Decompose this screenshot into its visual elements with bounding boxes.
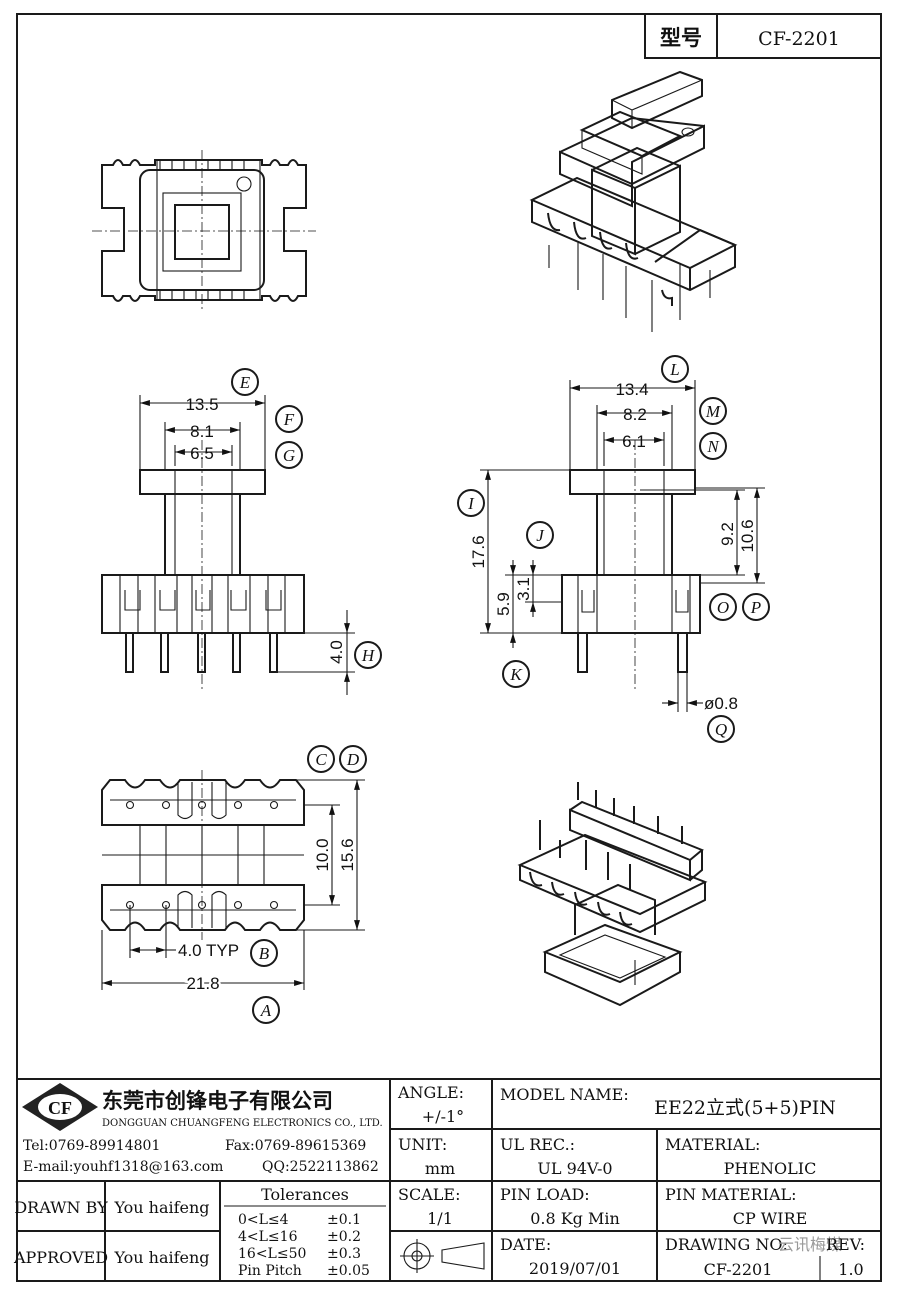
fax: Fax:0769-89615369	[225, 1138, 366, 1154]
dim-pitch: 4.0 TYP	[178, 941, 239, 960]
material-value: PHENOLIC	[724, 1159, 817, 1178]
type-label: 型号	[660, 25, 702, 50]
sheet-border	[16, 13, 882, 1282]
dim-front-height: 17.6	[469, 535, 488, 568]
callout-j: J	[536, 526, 545, 545]
dim-row-gap: 10.0	[313, 838, 332, 871]
bottom-view: 10.0 15.6 4.0 TYP 21.8	[101, 770, 365, 996]
tol-value-4: ±0.05	[327, 1263, 370, 1279]
side-view: 13.5 8.1 6.5 4.0	[101, 395, 355, 695]
iso-view-top	[529, 70, 738, 332]
angle-value: +/-1°	[422, 1107, 464, 1126]
callout-f: F	[283, 410, 295, 429]
callout-p: P	[750, 598, 761, 617]
dim-side-pin-length: 4.0	[327, 640, 346, 664]
dim-row-outer: 15.6	[338, 838, 357, 871]
header-box: 型号 CF-2201	[644, 13, 882, 59]
tol-value-1: ±0.1	[327, 1212, 361, 1228]
front-view: 13.4 8.2 6.1 17.6 5.9 3.1 10.6 9.2 ø0.8	[469, 380, 765, 713]
model-label: MODEL NAME:	[500, 1085, 629, 1104]
material-label: MATERIAL:	[665, 1135, 760, 1154]
watermark: 云讯梅煤	[778, 1235, 842, 1254]
tol-range-1: 0<L≤4	[238, 1212, 289, 1228]
drawn-by-label: DRAWN BY	[14, 1198, 108, 1217]
angle-label: ANGLE:	[397, 1083, 464, 1102]
tolerances-label: Tolerances	[261, 1185, 349, 1204]
pin-material-label: PIN MATERIAL:	[665, 1185, 797, 1204]
dim-front-inner: 6.1	[622, 432, 646, 451]
callout-d: D	[346, 750, 360, 769]
dim-front-overall: 13.4	[615, 380, 648, 399]
callouts: E F G H L M N I J K O P Q C D B A	[231, 355, 770, 1024]
callout-o: O	[717, 598, 729, 617]
title-block: CF 东莞市创锋电子有限公司 DONGGUAN CHUANGFENG ELECT…	[13, 1078, 881, 1281]
approved-value: You haifeng	[113, 1248, 209, 1267]
drawing-no-value: CF-2201	[704, 1260, 773, 1279]
approved-label: APPROVED	[13, 1248, 108, 1267]
date-value: 2019/07/01	[529, 1259, 621, 1278]
projection-symbol-icon	[400, 1239, 485, 1273]
model-value: EE22立式(5+5)PIN	[654, 1097, 836, 1119]
scale-value: 1/1	[427, 1209, 453, 1228]
rev-label: REV:	[826, 1235, 865, 1254]
tel: Tel:0769-89914801	[23, 1138, 160, 1154]
callout-b: B	[259, 944, 270, 963]
callout-k: K	[509, 665, 523, 684]
tol-value-3: ±0.3	[327, 1246, 361, 1262]
dim-front-flange: 3.1	[514, 577, 533, 601]
callout-l: L	[669, 360, 679, 379]
tol-range-4: Pin Pitch	[238, 1263, 302, 1279]
date-label: DATE:	[500, 1235, 551, 1254]
pin-material-value: CP WIRE	[733, 1209, 808, 1228]
email: E-mail:youhf1318@163.com	[23, 1159, 223, 1175]
callout-n: N	[706, 437, 720, 456]
ul-value: UL 94V-0	[537, 1159, 612, 1178]
unit-label: UNIT:	[398, 1135, 447, 1154]
unit-value: mm	[425, 1159, 455, 1178]
rev-value: 1.0	[838, 1260, 863, 1279]
ul-label: UL REC.:	[500, 1135, 575, 1154]
tol-range-3: 16<L≤50	[238, 1246, 306, 1262]
company-logo: CF	[22, 1083, 98, 1131]
callout-a: A	[260, 1001, 272, 1020]
scale-label: SCALE:	[398, 1185, 460, 1204]
dim-pin-dia: ø0.8	[704, 694, 738, 713]
pin-load-value: 0.8 Kg Min	[530, 1209, 620, 1228]
part-number: CF-2201	[758, 28, 840, 50]
callout-h: H	[361, 646, 376, 665]
callout-e: E	[239, 373, 251, 392]
qq: QQ:2522113862	[262, 1159, 379, 1175]
dim-front-h2: 10.6	[738, 519, 757, 552]
dim-side-inner: 6.5	[190, 444, 214, 463]
drawing-no-label: DRAWING NO:	[665, 1235, 788, 1254]
callout-m: M	[705, 402, 721, 421]
pin-load-label: PIN LOAD:	[500, 1185, 590, 1204]
tol-value-2: ±0.2	[327, 1229, 361, 1245]
callout-i: I	[467, 494, 475, 513]
iso-view-bottom	[517, 782, 708, 1007]
dim-side-overall: 13.5	[185, 395, 218, 414]
logo-text: CF	[48, 1098, 72, 1118]
dim-front-base: 5.9	[494, 592, 513, 616]
callout-q: Q	[715, 720, 727, 739]
dim-side-mid: 8.1	[190, 422, 214, 441]
tol-range-2: 4<L≤16	[238, 1229, 298, 1245]
dim-front-h1: 9.2	[718, 522, 737, 546]
company-name-cn: 东莞市创锋电子有限公司	[102, 1088, 333, 1113]
dim-width: 21.8	[186, 974, 219, 993]
callout-g: G	[283, 446, 295, 465]
top-view	[92, 150, 316, 310]
dim-front-mid: 8.2	[623, 405, 647, 424]
callout-c: C	[315, 750, 327, 769]
drawn-by-value: You haifeng	[113, 1198, 209, 1217]
company-name-en: DONGGUAN CHUANGFENG ELECTRONICS CO., LTD…	[102, 1118, 383, 1129]
